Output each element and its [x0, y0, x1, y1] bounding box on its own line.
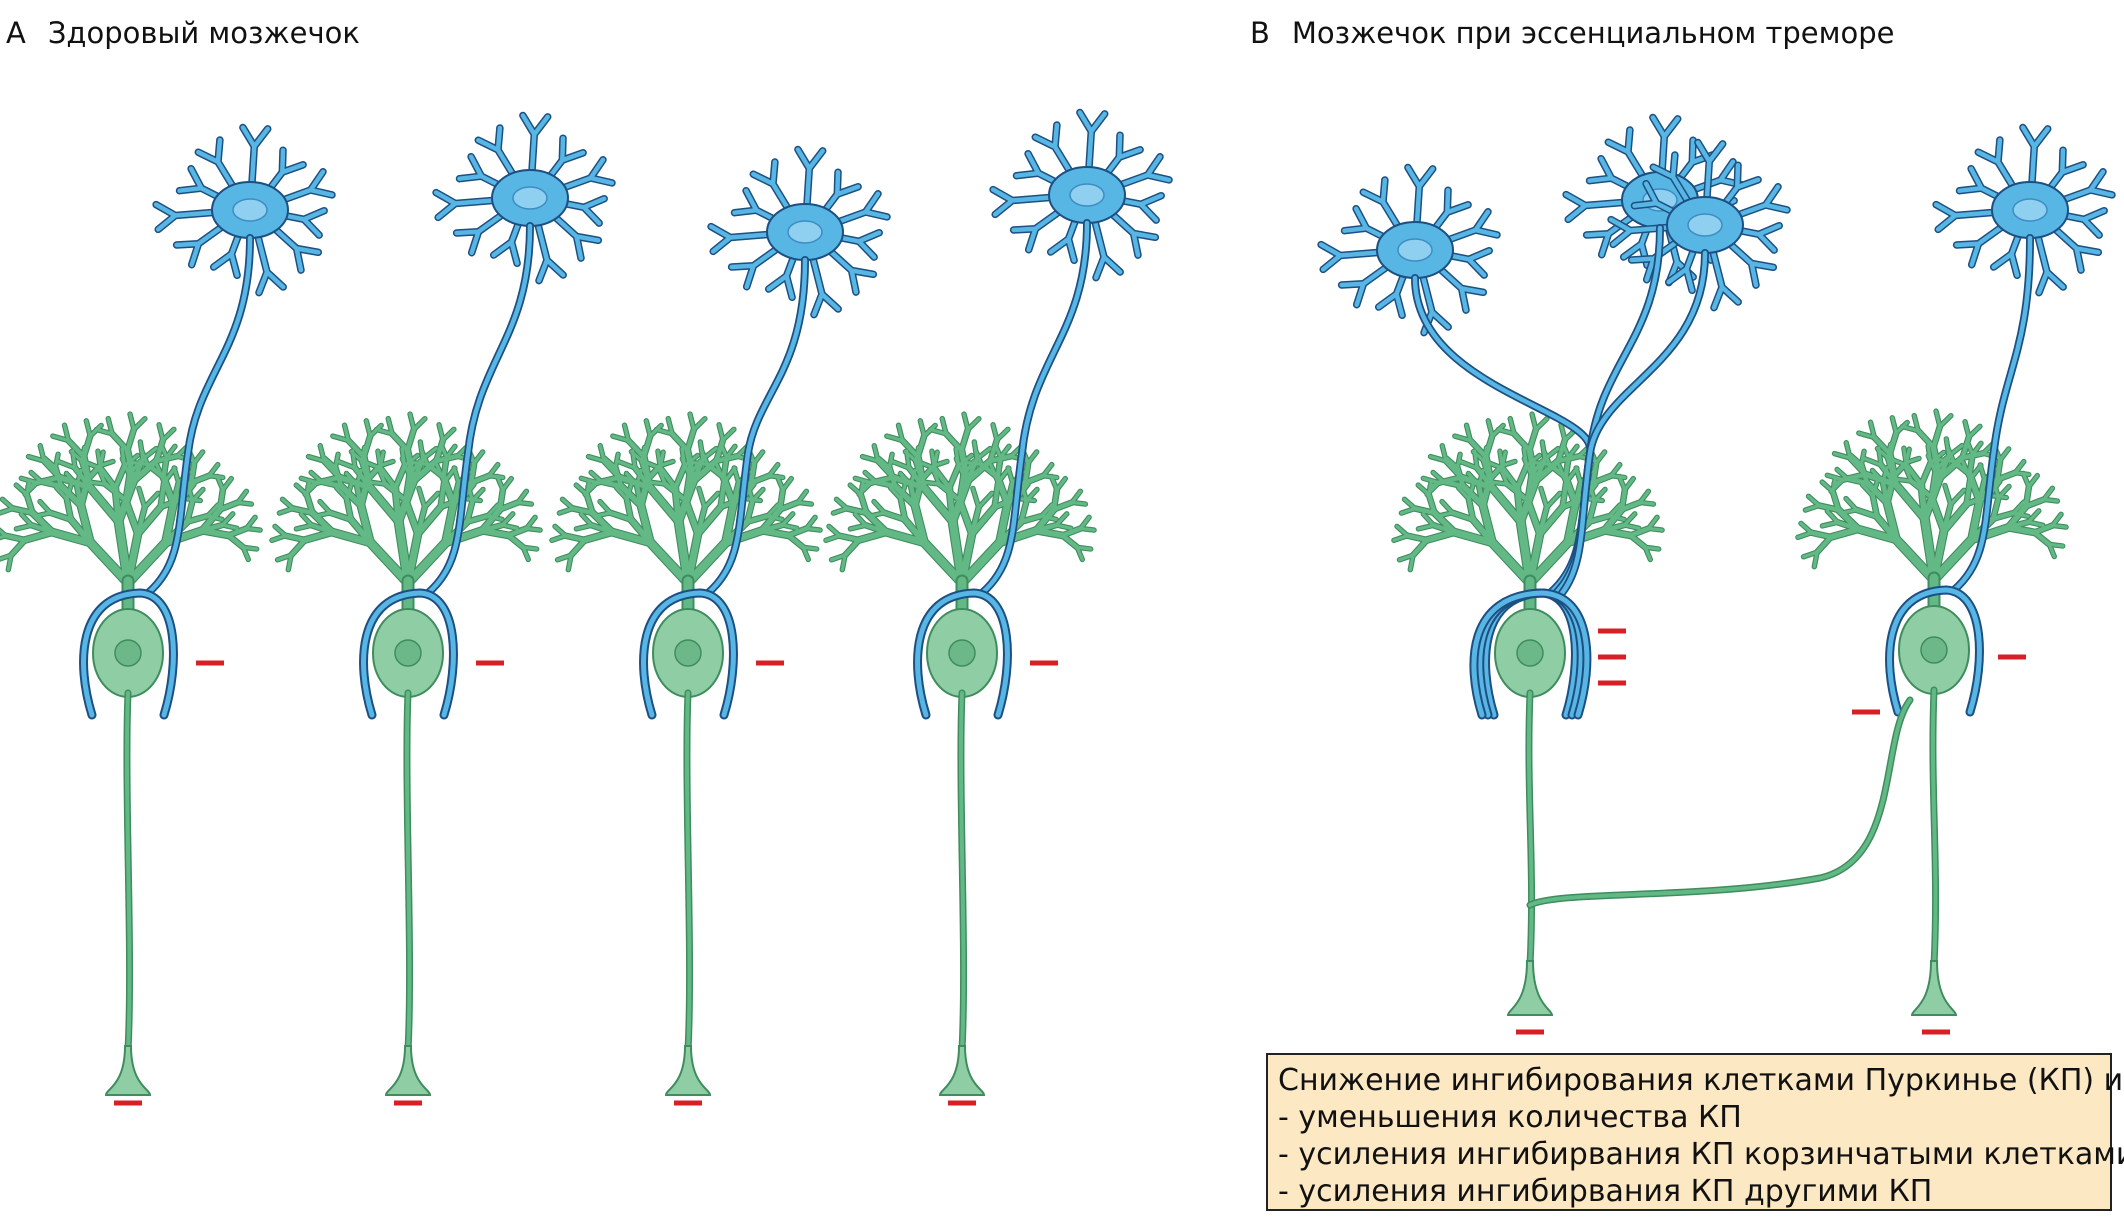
legend-box: Снижение ингибирования клетками Пуркинье… — [1266, 1053, 2124, 1211]
panel-b-letter: B — [1250, 16, 1270, 50]
purkinje-dendritic-tree — [1391, 411, 1665, 589]
inhibition-mark — [476, 660, 504, 666]
inhibition-mark — [394, 1100, 422, 1106]
basket-cell — [989, 108, 1173, 282]
legend-item: - уменьшения количества КП — [1278, 1100, 1742, 1135]
basket-cell-axon — [79, 234, 254, 720]
basket-cell-axon — [1885, 234, 2034, 717]
panel-a-letter: A — [6, 16, 26, 50]
purkinje-cell — [823, 411, 1097, 1096]
basket-cell — [1607, 138, 1791, 312]
basket-cell-axon — [913, 219, 1091, 720]
basket-cell-axon — [359, 222, 534, 720]
basket-cell — [432, 111, 616, 285]
basket-cell-axon — [639, 256, 809, 720]
basket-cell — [1317, 163, 1501, 337]
inhibition-mark — [1516, 1029, 1544, 1035]
inhibition-mark — [1598, 654, 1626, 660]
purkinje-dendritic-tree — [549, 411, 823, 589]
purkinje-cell — [549, 411, 823, 1096]
inhibition-mark — [1998, 654, 2026, 660]
inhibition-mark — [948, 1100, 976, 1106]
inhibition-mark — [1922, 1029, 1950, 1035]
inhibition-mark — [756, 660, 784, 666]
purkinje-axon-collateral — [1526, 696, 1914, 909]
inhibition-mark — [1598, 628, 1626, 634]
panel-a-title-text: Здоровый мозжечок — [47, 16, 360, 50]
panel-b-title-text: Мозжечок при эссенциальном треморе — [1291, 16, 1895, 50]
purkinje-dendritic-tree — [0, 411, 263, 589]
inhibition-mark — [114, 1100, 142, 1106]
inhibition-mark — [1852, 709, 1880, 715]
inhibition-mark — [674, 1100, 702, 1106]
purkinje-cell — [1391, 411, 1665, 1016]
purkinje-cell — [269, 411, 543, 1096]
basket-cell — [1932, 123, 2116, 297]
legend-item: - усиления ингибирвания КП корзинчатыми … — [1278, 1137, 2124, 1172]
purkinje-cell — [0, 411, 263, 1096]
panel-b-title: B Мозжечок при эссенциальном треморе — [1250, 16, 1895, 50]
basket-cell — [152, 123, 336, 297]
purkinje-dendritic-tree — [823, 411, 1097, 589]
purkinje-cell — [1795, 408, 2069, 1016]
purkinje-dendritic-tree — [269, 411, 543, 589]
purkinje-dendritic-tree — [1795, 408, 2069, 586]
inhibition-mark — [1598, 680, 1626, 686]
basket-cell-axon — [1469, 249, 1709, 720]
inhibition-mark — [196, 660, 224, 666]
basket-cell — [707, 145, 891, 319]
inhibition-mark — [1030, 660, 1058, 666]
legend-item: - усиления ингибирвания КП другими КП — [1278, 1174, 1933, 1209]
panel-a-title: A Здоровый мозжечок — [6, 16, 360, 50]
legend-heading: Снижение ингибирования клетками Пуркинье… — [1278, 1063, 2124, 1098]
